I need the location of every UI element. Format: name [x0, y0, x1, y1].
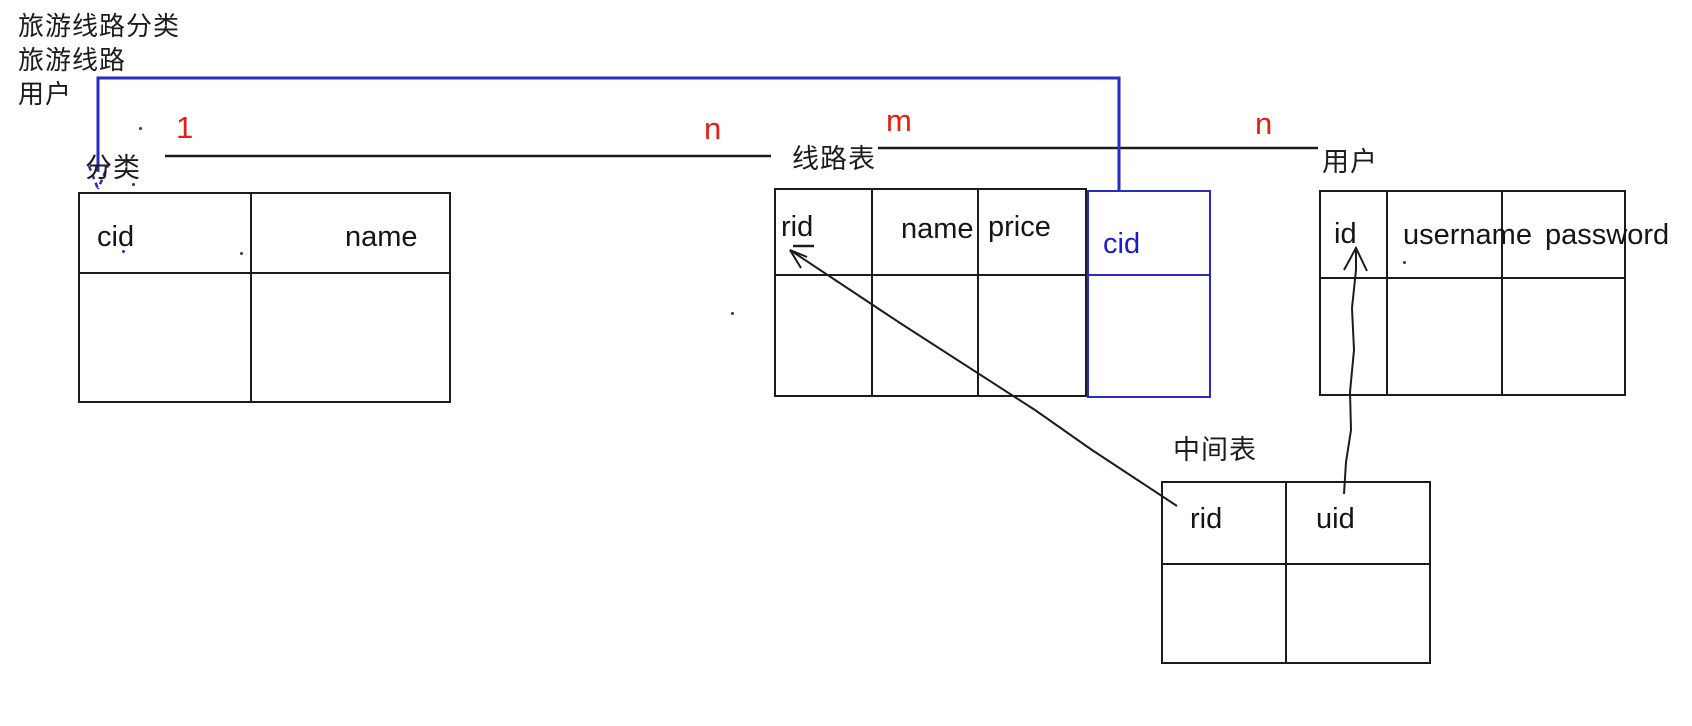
route-field-name: name [901, 213, 974, 245]
user-field-username: username [1403, 219, 1532, 251]
category-entity-label: 分类 [85, 153, 141, 183]
route-entity-label: 线路表 [792, 144, 876, 174]
route-table-column-divider-2 [977, 190, 979, 395]
category-table-header-divider [80, 272, 449, 274]
user-entity-label: 用户 [1322, 147, 1378, 177]
stray-dot [122, 250, 125, 253]
stray-dot [1403, 261, 1406, 264]
middle-field-uid: uid [1316, 503, 1355, 535]
user-table-column-divider-2 [1501, 192, 1503, 394]
middle-table-column-divider [1285, 483, 1287, 662]
note-line-travel-route: 旅游线路 [18, 45, 127, 75]
blue-fk-connector-cid-to-category [96, 76, 1121, 190]
user-table-column-divider-1 [1386, 192, 1388, 394]
category-field-cid: cid [97, 221, 135, 253]
note-line-travel-route-category: 旅游线路分类 [18, 11, 181, 41]
stray-dot [240, 252, 243, 255]
route-field-cid: cid [1103, 228, 1141, 260]
stray-dot [139, 127, 142, 130]
user-table-header-divider [1321, 277, 1624, 279]
cardinality-one: 1 [176, 110, 194, 145]
route-cid-cell-header-divider [1089, 274, 1209, 276]
cardinality-n-right: n [1255, 106, 1273, 141]
stray-dot [731, 312, 734, 315]
route-field-rid: rid [781, 211, 814, 243]
middle-table-header-divider [1163, 563, 1429, 565]
route-table-column-divider-1 [871, 190, 873, 395]
middle-table [1161, 481, 1431, 664]
middle-field-rid: rid [1190, 503, 1223, 535]
route-field-price: price [988, 211, 1051, 243]
route-table-header-divider [776, 274, 1085, 276]
category-table-column-divider [250, 194, 252, 401]
category-table [78, 192, 451, 403]
note-line-user: 用户 [18, 79, 73, 109]
category-field-name: name [345, 221, 418, 253]
route-table-cid-foreign-key-cell [1087, 190, 1211, 398]
middle-table-label: 中间表 [1173, 435, 1257, 465]
user-field-id: id [1334, 218, 1357, 250]
user-table [1319, 190, 1626, 396]
cardinality-m: m [886, 103, 912, 138]
user-field-password: password [1545, 219, 1670, 251]
cardinality-n-left: n [704, 111, 722, 146]
